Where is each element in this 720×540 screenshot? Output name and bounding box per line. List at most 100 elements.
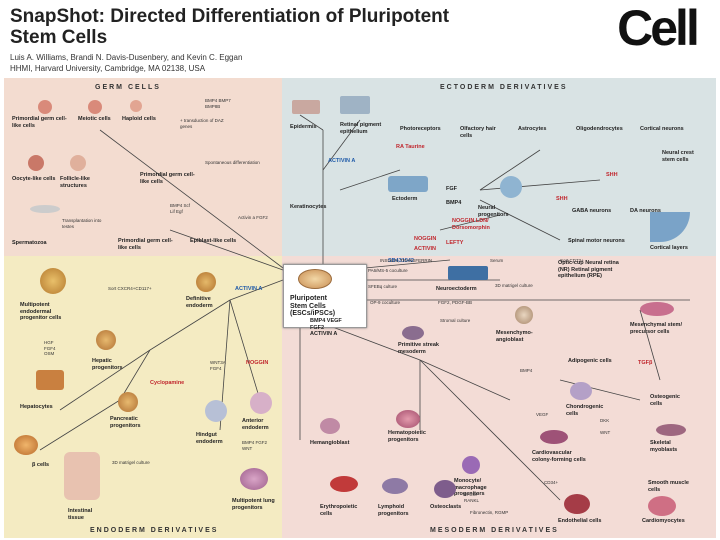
osteoclast-icon [434, 480, 456, 498]
da-neurons-label: DA neurons [630, 208, 661, 214]
cortical-neurons-label: Cortical neurons [640, 126, 684, 132]
epidermis-label: Epidermis [290, 124, 317, 130]
affiliation: HHMI, Harvard University, Cambridge, MA … [10, 64, 206, 73]
oocyte-icon [28, 155, 44, 171]
sort-cxcr4-label: Sort CXCR4+CD117+ [108, 286, 152, 291]
hematopoietic-label: Hematopoietic progenitors [388, 430, 426, 443]
daz-transduction-label: + transduction of DAZ genes [180, 118, 224, 129]
meiotic-label: Meiotic cells [78, 116, 111, 122]
shh-2-label: SHH [606, 172, 618, 178]
vegf-label: VEGF [536, 412, 549, 417]
skeletal-myoblasts-label: Skeletal myoblasts [650, 440, 678, 453]
mesenchymo-angioblast-icon [515, 306, 533, 324]
ectoderm-icon [388, 176, 428, 192]
title-line-1: SnapShot: Directed Differentiation of Pl… [10, 6, 450, 27]
bmp-scf-label: BMP4 Scf Lif Egf [170, 203, 191, 214]
cardiomyocyte-icon [648, 496, 676, 516]
lefty-label: LEFTY [446, 240, 464, 246]
hepatic-icon [96, 330, 116, 350]
sb431542-label: SB431542 [388, 258, 414, 264]
op9-coculture-label: OP-9 coculture [370, 300, 401, 305]
hepatocytes-icon [36, 370, 64, 390]
mesenchymal-icon [640, 302, 674, 316]
hematopoietic-icon [396, 410, 420, 428]
tgf-label: TGFβ [638, 360, 653, 366]
endothelial-label: Endothelial cells [558, 518, 602, 524]
monocyte-label: Monocyte/ macrophage progenitors [454, 478, 487, 497]
bmp4-meso-label: BMP4 [520, 368, 533, 373]
neuroectoderm-icon [448, 266, 488, 280]
noggin-endo-label: NOGGIN [246, 360, 269, 366]
cell-logo: Cell [598, 0, 716, 56]
endoderm-region [4, 256, 282, 538]
osteoclasts-label: Osteoclasts [430, 504, 462, 510]
spinal-motor-label: Spinal motor neurons [568, 238, 625, 244]
primitive-streak-label: Primitive streak mesoderm [398, 342, 439, 355]
haploid-label: Haploid cells [122, 116, 156, 122]
primitive-streak-icon [402, 326, 424, 340]
osteogenic-label: Osteogenic cells [650, 394, 680, 407]
monocyte-icon [462, 456, 480, 474]
serum-label: Serum [490, 258, 504, 263]
neural-progenitor-icon [500, 176, 522, 198]
smooth-muscle-label: Smooth muscle cells [648, 480, 689, 493]
beta-cells-label: β cells [32, 462, 50, 468]
epidermis-icon [292, 100, 320, 114]
primordial-germ-label: Primordial germ cell-like cells [12, 116, 67, 129]
endothelial-icon [564, 494, 590, 514]
germ-cell-icon [38, 100, 52, 114]
activin-label: ACTIVIN [414, 246, 436, 252]
dkk-label: DKK [600, 418, 610, 423]
optic-cup-label: Optic-cup Neural retina (NR) Retinal pig… [558, 260, 619, 279]
neural-crest-label: Neural crest stem cells [662, 150, 694, 163]
adipogenic-label: Adipogenic cells [568, 358, 612, 364]
intestinal-tissue-label: Intestinal tissue [68, 508, 93, 521]
activin-a-endo-label: ACTIVIN A [235, 286, 263, 292]
ectoderm-heading: ECTODERM DERIVATIVES [440, 84, 568, 91]
bmp-fgf-wnt-label: BMP4 FGF2 WNT [242, 440, 268, 451]
petri-dish-icon [298, 269, 332, 289]
hepatocytes-label: Hepatocytes [20, 404, 53, 410]
multipotent-endodermal-label: Multipotent endodermal progenitor cells [20, 302, 62, 321]
pluripotent-label: Pluripotent Stem Cells (ESCs/iPSCs) [290, 295, 336, 317]
intestinal-tissue-icon [64, 452, 100, 500]
astrocytes-label: Astrocytes [518, 126, 547, 132]
mesenchymo-angioblast-label: Mesenchymo-angioblast [496, 330, 533, 343]
noggin-ldn-label: NOGGIN LDN/ Dorsomorphin [452, 218, 490, 231]
cyclopamine-label: Cyclopamine [150, 380, 185, 386]
neuroectoderm-label: Neuroectoderm [436, 286, 477, 292]
chondrogenic-label: Chondrogenic cells [566, 404, 604, 417]
primordial-germ-3-label: Primordial germ cell-like cells [118, 238, 173, 251]
activin-a-ecto-label: ACTIVIN A [328, 158, 356, 164]
anterior-endoderm-icon [250, 392, 272, 414]
cardiovascular-icon [540, 430, 568, 444]
hepatic-progenitors-label: Hepatic progenitors [92, 358, 123, 371]
beta-cell-icon [14, 435, 38, 455]
multipotent-endoderm-icon [40, 268, 66, 294]
fgf-label: FGF [446, 186, 457, 192]
definitive-endoderm-label: Definitive endoderm [186, 296, 213, 309]
lung-progenitors-label: Multipotent lung progenitors [232, 498, 275, 511]
sfebq-label: SFEBq culture [368, 284, 398, 289]
follicle-icon [70, 155, 86, 171]
hemangioblast-icon [320, 418, 340, 434]
haploid-cell-icon [130, 100, 142, 112]
mesenchymal-stem-label: Mesenchymal stem/ precursor cells [630, 322, 682, 335]
hindgut-endoderm-label: Hindgut endoderm [196, 432, 223, 445]
authors: Luis A. Williams, Brandi N. Davis-Dusenb… [10, 53, 243, 62]
endoderm-heading: ENDODERM DERIVATIVES [90, 527, 219, 534]
spontaneous-label: Spontaneous differentiation [205, 160, 260, 165]
rpe-label: Retinal pigment epithelium [340, 122, 382, 135]
olfactory-label: Olfactory hair cells [460, 126, 496, 139]
fgf-pdgf-label: FGF2, PDGF-BB [438, 300, 473, 305]
bmp4-ecto-label: BMP4 [446, 200, 462, 206]
rpe-icon [340, 96, 370, 114]
title-line-2: Stem Cells [10, 27, 108, 48]
shh-label: SHH [556, 196, 568, 202]
anterior-endoderm-label: Anterior endoderm [242, 418, 269, 431]
hgf-label: HGF FGF4 OSM [44, 340, 56, 356]
activin-fgf-label: Activin a FGF2 [238, 215, 268, 220]
hemangioblast-label: Hemangioblast [310, 440, 350, 446]
lymphoid-label: Lymphoid progenitors [378, 504, 409, 517]
